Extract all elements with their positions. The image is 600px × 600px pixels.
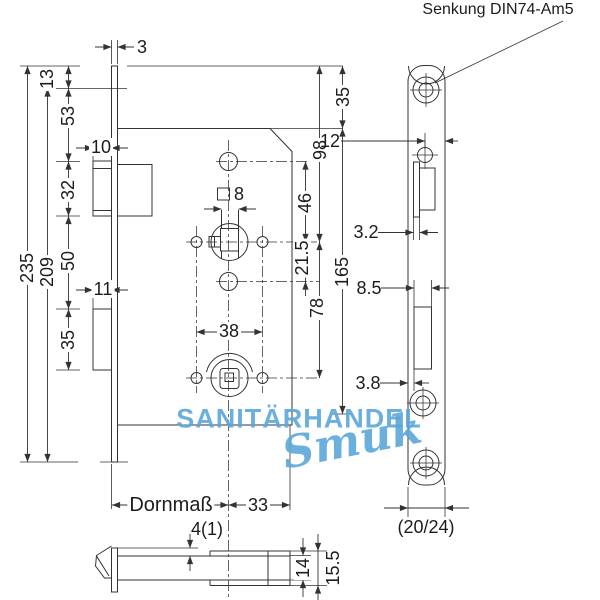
dim-plate-offset: 4(1) [190,519,224,539]
dim-latch-height: 32 [58,177,78,203]
wc-follower-clip [206,352,253,373]
latch-nose [94,545,112,579]
dim-spindle-to-wc: 78 [307,295,327,321]
dim-hole-offset: 12 [319,131,341,151]
deadbolt-cutout [413,306,432,370]
bottom-view [94,545,291,593]
latch-cutout [413,161,420,218]
dim-top-to-case: 13 [37,66,57,92]
lock-case-outline [117,128,293,426]
dim-bolt-protrusion: 11 [91,279,115,299]
dim-latch-to-bolt: 50 [58,248,78,274]
dim-cutout-offset: 3.8 [355,373,381,393]
dim-total-length: 235 [17,250,37,286]
square-symbol [217,187,230,201]
dimension-lines [24,20,564,600]
dim-plate-width: (20/24) [397,517,455,537]
senkung-label: Senkung DIN74-Am5 [422,1,574,18]
follower-square-hole [220,228,239,252]
dim-spindle-to-hole: 21.5 [292,238,312,278]
dim-case-thickness: 14 [293,555,313,581]
deadbolt-head [92,308,112,371]
dim-backset-label: Dornmaß [127,494,215,516]
faceplate-edge [111,65,118,463]
latch-bolt-body [117,164,153,217]
dim-hole-spacing: 38 [216,321,242,341]
faceplate-outline [407,65,446,486]
faceplate-view [407,65,446,486]
dim-hole-to-spindle: 46 [295,190,315,216]
dim-cutout-width: 8.5 [356,278,382,298]
extension-lines [20,40,446,586]
dim-backset-to-edge: 33 [245,495,271,515]
dim-spindle-square: 8 [233,184,245,204]
dim-faceplate-thickness: 3 [136,37,148,57]
latch-bolt-head [92,160,112,217]
faceplate-side [111,547,118,593]
wc-square-hole [219,368,240,389]
dim-top-to-case-right: 35 [333,84,353,110]
watermark: SANITÄRHANDEL [176,403,422,434]
dim-case-to-latch: 53 [58,103,78,129]
dim-inner-length: 209 [37,254,57,290]
dim-bolt-height: 35 [58,327,78,353]
dim-case-length: 165 [332,254,352,290]
dim-total-thickness: 15.5 [323,550,343,586]
dim-latch-protrusion: 10 [88,137,114,157]
dim-slot-offset: 3.2 [353,222,379,242]
